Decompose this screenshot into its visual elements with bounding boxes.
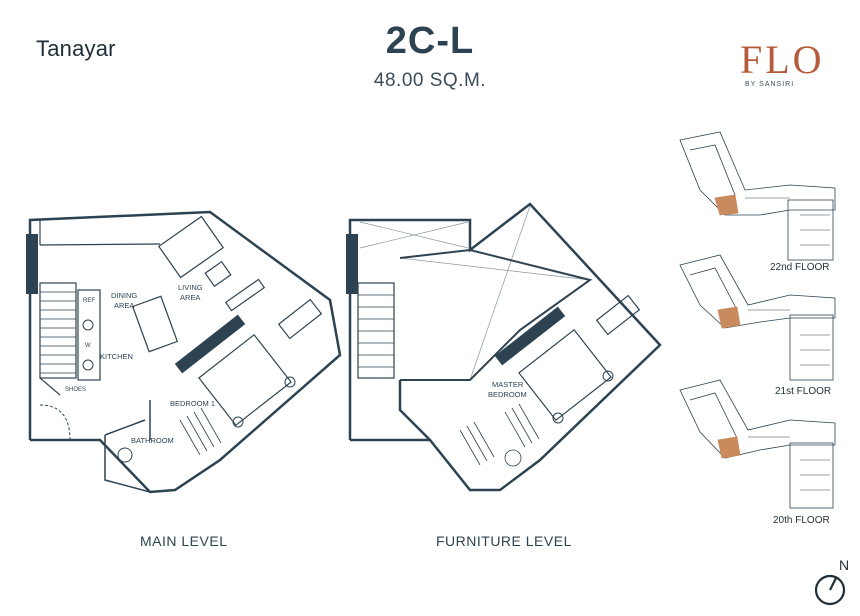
- room-kitchen: KITCHEN: [100, 352, 133, 361]
- brand-text: Tanayar: [36, 36, 116, 61]
- unit-title: 2C-L: [385, 20, 475, 62]
- furniture-level-labels: MASTER BEDROOM: [488, 380, 527, 399]
- furniture-level-plan: [346, 202, 662, 492]
- room-master: MASTER: [492, 380, 524, 389]
- main-level-label: MAIN LEVEL: [140, 533, 228, 549]
- room-w: W: [85, 343, 91, 349]
- brand-logo: Tanayar: [36, 36, 116, 62]
- keyplan-20: [679, 379, 836, 509]
- room-living: LIVING: [178, 283, 203, 292]
- north-label: N: [839, 557, 850, 573]
- developer-logo: FLO: [740, 37, 825, 82]
- room-dining-2: AREA: [114, 301, 134, 310]
- keyplan-21: [679, 254, 836, 381]
- floor-22-label: 22nd FLOOR: [770, 262, 830, 273]
- keyplan-22: [679, 131, 836, 261]
- furniture-level-label: FURNITURE LEVEL: [436, 533, 572, 549]
- room-master-2: BEDROOM: [488, 390, 527, 399]
- room-bedroom: BEDROOM 1: [170, 399, 215, 408]
- room-living-2: AREA: [180, 293, 200, 302]
- developer-sub: BY SANSIRI: [745, 81, 795, 88]
- main-level-plan: [26, 210, 342, 494]
- unit-area: 48.00 SQ.M.: [373, 70, 487, 91]
- main-level-labels: DINING AREA LIVING AREA KITCHEN BEDROOM …: [65, 283, 215, 445]
- room-ref: REF: [83, 298, 95, 304]
- room-dining: DINING: [111, 291, 137, 300]
- compass-icon: [814, 574, 846, 606]
- floor-20-label: 20th FLOOR: [773, 515, 830, 526]
- room-shoes: SHOES: [65, 387, 86, 393]
- room-bathroom: BATHROOM: [131, 436, 174, 445]
- floor-21-label: 21st FLOOR: [775, 386, 832, 397]
